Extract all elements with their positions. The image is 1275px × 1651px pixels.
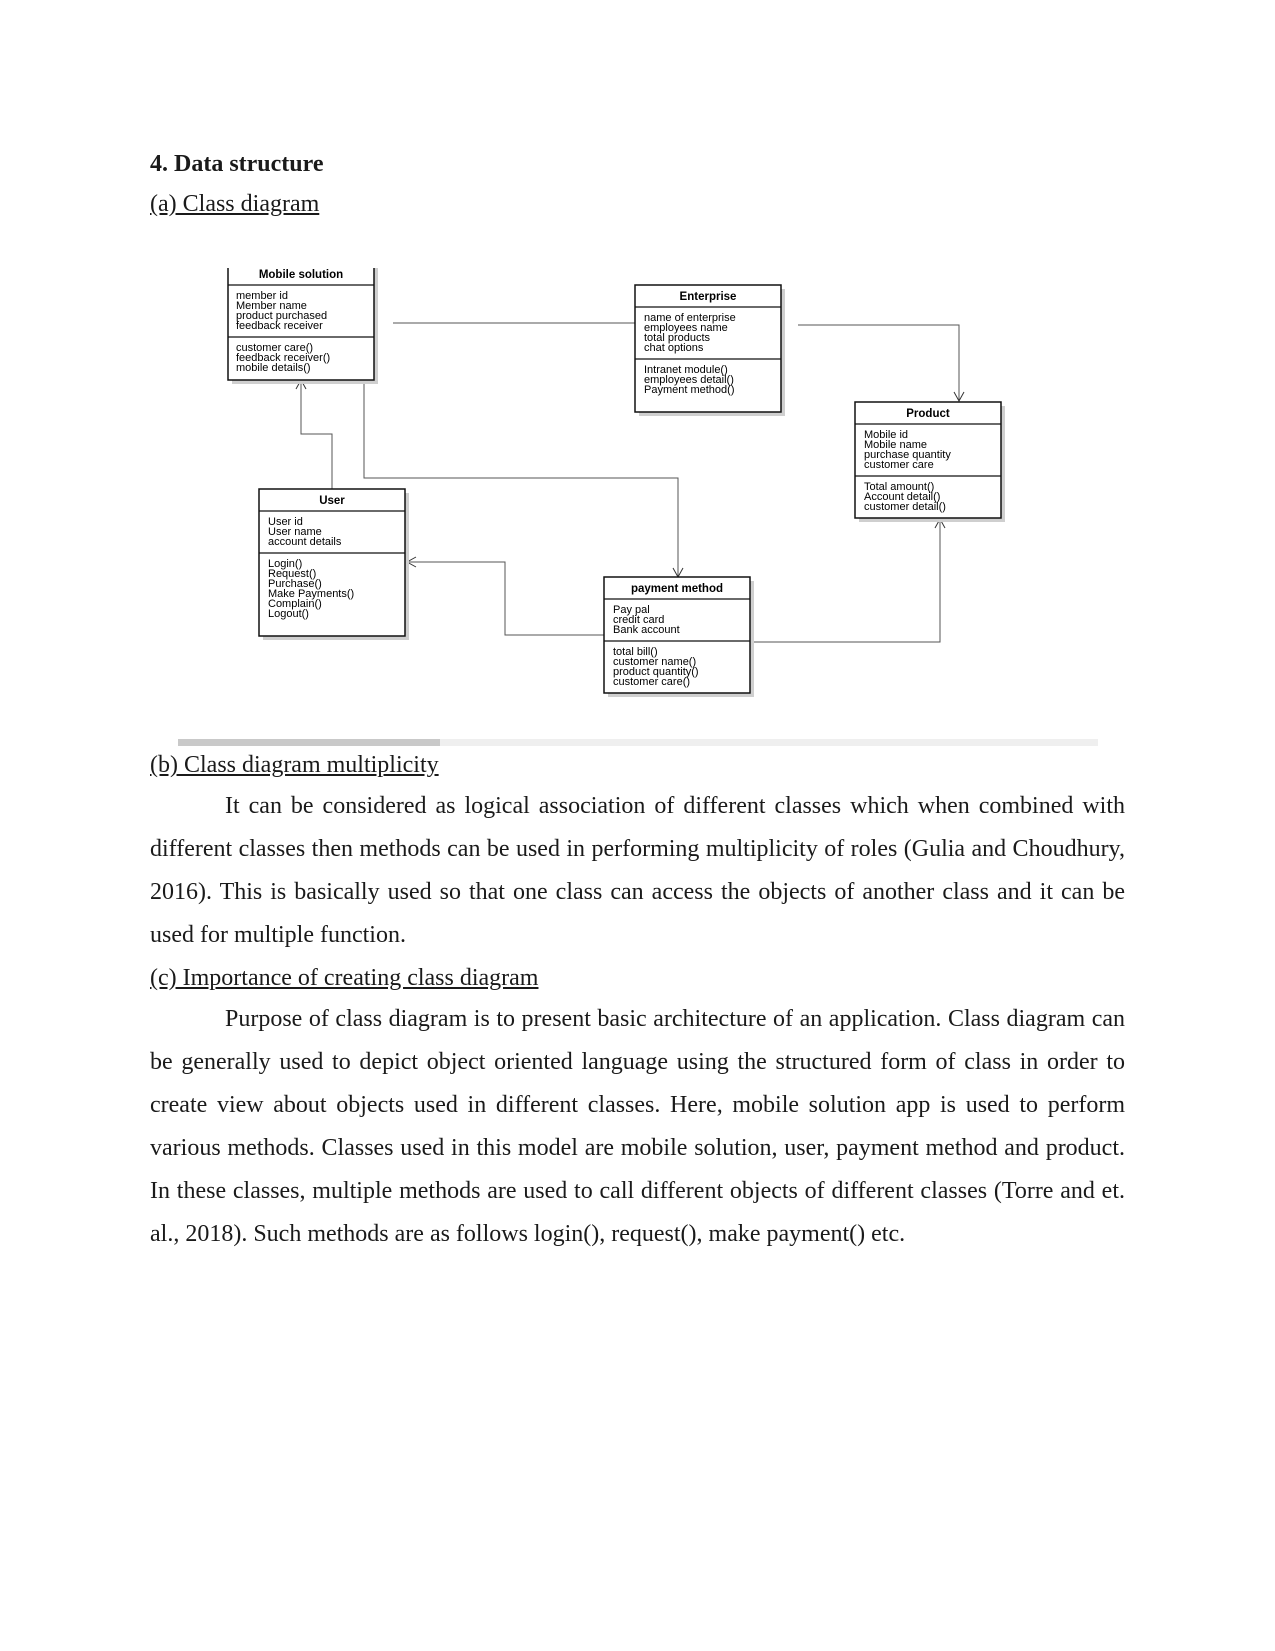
- class-method: Request(): [268, 568, 316, 580]
- class-attribute: employees name: [644, 322, 728, 334]
- class-method: product quantity(): [613, 666, 699, 678]
- subheading-importance: (c) Importance of creating class diagram: [150, 965, 539, 991]
- class-diagram: Mobile solution member id Member name pr…: [178, 268, 1098, 748]
- class-attribute: total products: [644, 332, 711, 344]
- class-box-user: User User id User name account details L…: [258, 488, 409, 640]
- class-method: Logout(): [268, 608, 309, 620]
- subheading-multiplicity: (b) Class diagram multiplicity: [150, 752, 439, 778]
- scrollbar-thumb[interactable]: [178, 739, 440, 746]
- class-attribute: Bank account: [613, 624, 680, 636]
- class-attribute: customer care: [864, 459, 934, 471]
- class-box-enterprise: Enterprise name of enterprise employees …: [634, 284, 785, 416]
- class-attribute: feedback receiver: [236, 320, 323, 332]
- subheading-class-diagram: (a) Class diagram: [150, 191, 320, 217]
- class-box-payment-method: payment method Pay pal credit card Bank …: [603, 576, 754, 697]
- class-attribute: Pay pal: [613, 604, 650, 616]
- class-box-product: Product Mobile id Mobile name purchase q…: [854, 401, 1005, 522]
- paragraph-multiplicity: It can be considered as logical associat…: [150, 793, 1125, 948]
- class-method: Purchase(): [268, 578, 322, 590]
- diagram-horizontal-scrollbar[interactable]: [178, 739, 1098, 746]
- class-method: customer detail(): [864, 501, 946, 513]
- paragraph-importance: Purpose of class diagram is to present b…: [150, 1006, 1125, 1247]
- class-attribute: chat options: [644, 342, 704, 354]
- class-method: Intranet module(): [644, 364, 728, 376]
- class-method: Total amount(): [864, 481, 934, 493]
- class-method: Payment method(): [644, 384, 734, 396]
- class-method: customer name(): [613, 656, 696, 668]
- class-method: feedback receiver(): [236, 352, 330, 364]
- class-name-product: Product: [906, 408, 950, 420]
- class-attribute: name of enterprise: [644, 312, 736, 324]
- diagram-connectors: [295, 317, 965, 643]
- class-method: total bill(): [613, 646, 658, 658]
- class-method: mobile details(): [236, 362, 311, 374]
- class-attribute: User name: [268, 526, 322, 538]
- class-attribute: User id: [268, 516, 303, 528]
- class-attribute: product purchased: [236, 310, 327, 322]
- class-method: customer care(): [613, 676, 690, 688]
- class-name-payment-method: payment method: [631, 583, 723, 595]
- connector-enterprise-product: [798, 324, 965, 403]
- class-method: Make Payments(): [268, 588, 354, 600]
- class-method: Login(): [268, 558, 302, 570]
- class-attribute: Member name: [236, 300, 307, 312]
- class-method: Account detail(): [864, 491, 940, 503]
- class-box-mobile-solution: Mobile solution member id Member name pr…: [227, 268, 378, 384]
- class-attribute: purchase quantity: [864, 449, 951, 461]
- class-method: Complain(): [268, 598, 322, 610]
- connector-payment-product: [751, 517, 946, 643]
- class-name-mobile-solution: Mobile solution: [259, 269, 343, 281]
- class-name-enterprise: Enterprise: [680, 291, 737, 303]
- connector-payment-user: [405, 556, 605, 636]
- connector-user-mobile: [295, 378, 333, 489]
- class-attribute: member id: [236, 290, 288, 302]
- class-attribute: Mobile name: [864, 439, 927, 451]
- section-heading: 4. Data structure: [150, 151, 324, 177]
- class-attribute: account details: [268, 536, 342, 548]
- class-name-user: User: [319, 495, 345, 507]
- class-method: customer care(): [236, 342, 313, 354]
- class-attribute: credit card: [613, 614, 664, 626]
- class-attribute: Mobile id: [864, 429, 908, 441]
- class-method: employees detail(): [644, 374, 734, 386]
- connector-mobile-payment: [363, 380, 684, 579]
